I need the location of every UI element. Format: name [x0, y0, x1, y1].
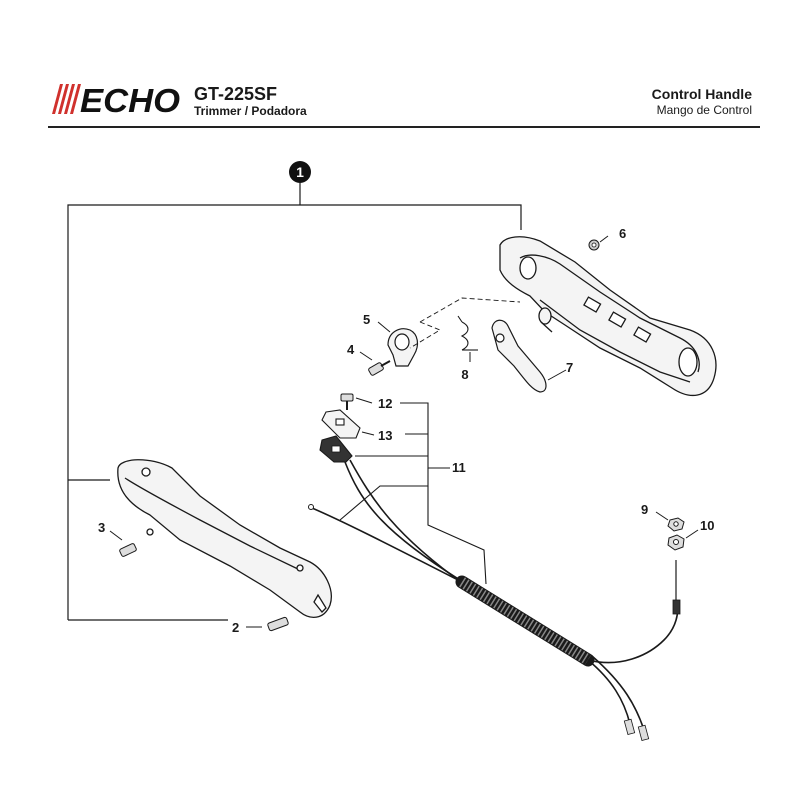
- callout-11[interactable]: 11: [452, 460, 466, 475]
- callout-9[interactable]: 9: [641, 502, 648, 517]
- part-8-spring[interactable]: [457, 315, 478, 351]
- part-6-nut[interactable]: [588, 239, 600, 251]
- part-13-clip[interactable]: [321, 409, 361, 439]
- section-title-block: Control Handle Mango de Control: [652, 86, 752, 118]
- cable-spiral-sleeve: [455, 575, 595, 667]
- callout-12[interactable]: 12: [378, 396, 392, 411]
- callout-8[interactable]: 8: [461, 367, 468, 382]
- part-11-bracket: [339, 402, 487, 585]
- part-9-nut[interactable]: [667, 517, 685, 532]
- part-12-screw[interactable]: [340, 393, 354, 410]
- callout-3[interactable]: 3: [98, 520, 105, 535]
- callout-1[interactable]: 1: [289, 161, 311, 183]
- callout-5[interactable]: 5: [363, 312, 370, 327]
- callout-4[interactable]: 4: [347, 342, 355, 357]
- part-4-screw[interactable]: [368, 360, 391, 376]
- callout-13[interactable]: 13: [378, 428, 392, 443]
- callout-6[interactable]: 6: [619, 226, 626, 241]
- product-type: Trimmer / Podadora: [194, 104, 307, 118]
- model-number: GT-225SF: [194, 84, 278, 104]
- callout-10[interactable]: 10: [700, 518, 714, 533]
- callout-leaders: [109, 235, 699, 628]
- part-5-clamp[interactable]: [387, 328, 419, 367]
- echo-logo: ECHO: [48, 82, 188, 121]
- model-block: GT-225SF Trimmer / Podadora: [194, 84, 307, 119]
- lower-handle-half[interactable]: [117, 459, 332, 618]
- part-10-adjuster-nut[interactable]: [667, 534, 685, 551]
- callout-1-label: 1: [296, 164, 304, 180]
- callout-2[interactable]: 2: [232, 620, 239, 635]
- section-title: Control Handle: [651, 86, 752, 102]
- upper-handle-half[interactable]: [499, 236, 717, 397]
- page-header: ECHO GT-225SF Trimmer / Podadora Control…: [48, 78, 760, 128]
- assembly-bracket: [67, 183, 522, 621]
- callout-7[interactable]: 7: [566, 360, 573, 375]
- logo-wordmark: ECHO: [80, 82, 180, 116]
- part-2-screw[interactable]: [267, 616, 289, 632]
- part-11-switch-harness[interactable]: [308, 435, 681, 742]
- part-7-throttle-trigger[interactable]: [491, 319, 547, 393]
- section-title-spanish: Mango de Control: [656, 103, 752, 117]
- assembly-guide-lines: [409, 297, 521, 349]
- part-3-screw[interactable]: [119, 543, 137, 557]
